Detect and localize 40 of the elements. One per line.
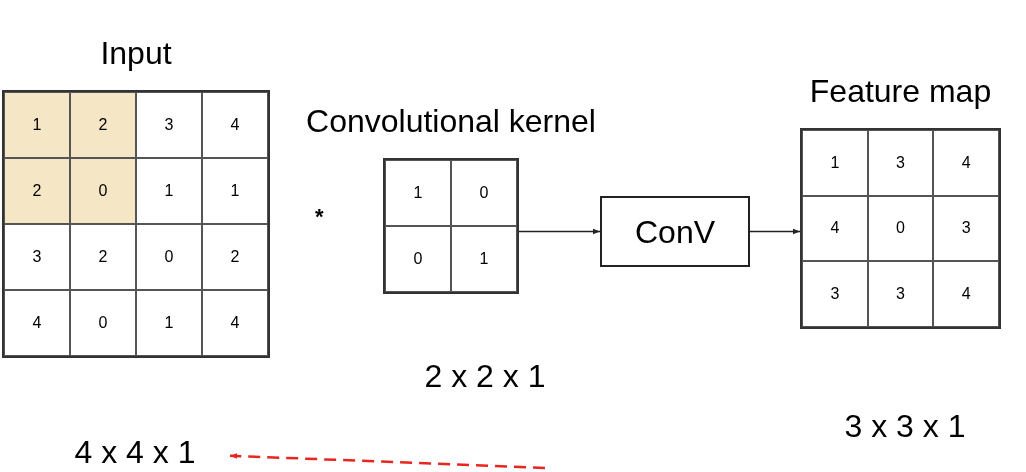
matrix-cell: 0 bbox=[867, 195, 934, 262]
matrix-cell: 1 bbox=[202, 158, 268, 224]
matrix-cell: 3 bbox=[867, 130, 934, 196]
dimension-text: 2 x 2 x 1 bbox=[423, 357, 547, 396]
matrix-cell: 3 bbox=[867, 261, 934, 327]
matrix-cell: 3 bbox=[802, 261, 868, 327]
matrix-cell: 2 bbox=[70, 92, 136, 158]
matrix-cell: 4 bbox=[4, 290, 70, 356]
matrix-cell: 1 bbox=[136, 290, 202, 356]
matrix-cell: 3 bbox=[933, 195, 999, 262]
matrix-cell: 3 bbox=[4, 224, 70, 290]
process-box: ConV bbox=[600, 196, 750, 267]
matrix-cell: 1 bbox=[385, 160, 451, 226]
matrix-cell: 2 bbox=[4, 158, 70, 224]
arrow bbox=[518, 228, 601, 235]
matrix-cell: 4 bbox=[202, 92, 268, 158]
arrow bbox=[749, 228, 801, 235]
matrix-cell: 1 bbox=[4, 92, 70, 158]
matrix-cell: 2 bbox=[202, 224, 268, 290]
matrix-title: Input bbox=[99, 38, 173, 73]
matrix-title: Convolutional kernel bbox=[305, 102, 597, 141]
matrix-cell: 2 bbox=[70, 224, 136, 290]
matrix-cell: 0 bbox=[451, 160, 517, 226]
matrix-cell: 4 bbox=[933, 130, 999, 196]
dimension-text: 3 x 3 x 1 bbox=[843, 407, 967, 446]
matrix-cell: 1 bbox=[451, 226, 517, 292]
matrix-cell: 0 bbox=[385, 226, 451, 292]
matrix-cell: 4 bbox=[202, 290, 268, 356]
matrix-cell: 1 bbox=[136, 158, 202, 224]
matrix-cell: 0 bbox=[70, 158, 136, 224]
matrix-cell: 4 bbox=[933, 261, 999, 327]
matrix-cell: 4 bbox=[802, 195, 868, 262]
matrix-cell: 0 bbox=[70, 290, 136, 356]
matrix-cell: 3 bbox=[136, 92, 202, 158]
convolution-symbol: * bbox=[315, 203, 324, 231]
matrix-cell: 1 bbox=[802, 130, 868, 196]
matrix-title: Feature map bbox=[808, 72, 993, 111]
matrix-cell: 0 bbox=[136, 224, 202, 290]
dimension-text: 4 x 4 x 1 bbox=[40, 430, 230, 472]
arrow bbox=[229, 453, 546, 470]
